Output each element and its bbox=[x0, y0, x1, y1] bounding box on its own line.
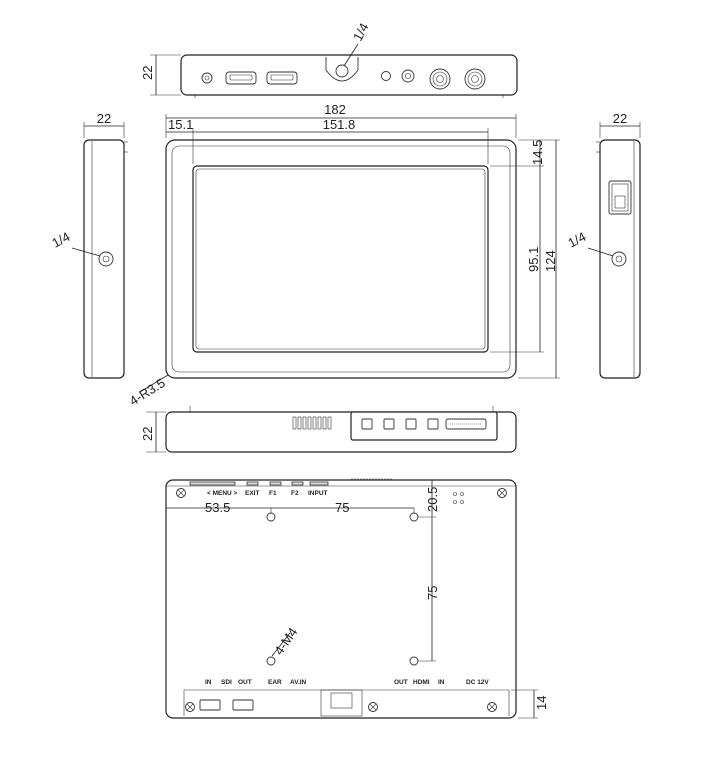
screen-area bbox=[192, 165, 489, 353]
back-view: < MENU > EXIT F1 F2 INPUT 53.5 75 20.5 bbox=[165, 478, 549, 719]
back-label-exit: EXIT bbox=[245, 490, 259, 497]
top-thread-label: 1/4 bbox=[350, 21, 372, 44]
back-menu-indicator bbox=[189, 481, 236, 486]
port-label-ear: EAR bbox=[268, 679, 282, 686]
vesa-hole-tr bbox=[409, 512, 419, 522]
vent-slots bbox=[292, 416, 332, 430]
vesa-hole-br bbox=[409, 656, 419, 666]
right-thread-icon bbox=[611, 251, 627, 267]
center-recess bbox=[320, 689, 363, 717]
tripod-mount-notch bbox=[325, 57, 359, 82]
back-label-input: INPUT bbox=[308, 490, 328, 497]
port-label-dc: DC 12V bbox=[466, 679, 489, 686]
vent-dots bbox=[453, 492, 464, 504]
back-left-offset-dim: 53.5 bbox=[205, 500, 230, 515]
top-view: 1/4 22 bbox=[140, 21, 518, 98]
sdi-out-port-icon bbox=[232, 699, 254, 711]
corner-screw-icons bbox=[176, 488, 507, 712]
tripod-thread-icon bbox=[335, 64, 349, 78]
left-side-view: 1/4 22 bbox=[49, 111, 128, 379]
front-corner-radius-label: 4-R3.5 bbox=[127, 375, 168, 408]
vesa-hole-bl bbox=[266, 656, 276, 666]
vesa-hole-tl bbox=[266, 512, 276, 522]
right-depth-dim: 22 bbox=[613, 111, 627, 126]
button-f2 bbox=[427, 418, 439, 430]
av-jack-icon bbox=[401, 69, 415, 83]
back-top-offset-dim: 20.5 bbox=[425, 487, 440, 512]
back-label-f1: F1 bbox=[269, 490, 277, 497]
back-bottom-offset-dim: 14 bbox=[534, 696, 549, 710]
back-hole-spacing-x-dim: 75 bbox=[335, 500, 349, 515]
led-icon bbox=[201, 72, 213, 84]
back-hole-spacing-y-dim: 75 bbox=[425, 586, 440, 600]
hdmi-port-2-icon bbox=[266, 71, 298, 85]
left-thread-label: 1/4 bbox=[49, 229, 72, 251]
front-width-dim: 182 bbox=[324, 102, 346, 117]
audio-jack-icon bbox=[381, 71, 391, 81]
button-exit bbox=[383, 418, 395, 430]
back-panel bbox=[165, 479, 517, 719]
back-label-f2: F2 bbox=[291, 490, 299, 497]
front-top-offset-dim: 14.5 bbox=[530, 140, 545, 165]
back-label-menu: < MENU > bbox=[207, 490, 238, 497]
port-label-hdmi-out: OUT bbox=[394, 679, 408, 686]
bottom-depth-dim: 22 bbox=[140, 427, 155, 441]
port-label-sdi: SDI bbox=[221, 679, 232, 686]
left-depth-dim: 22 bbox=[97, 111, 111, 126]
right-side-view: 1/4 22 bbox=[565, 111, 641, 379]
front-screen-width-dim: 151.8 bbox=[323, 117, 356, 132]
port-label-sdi-out: OUT bbox=[238, 679, 252, 686]
button-f1 bbox=[405, 418, 417, 430]
left-thread-icon bbox=[98, 251, 114, 267]
port-label-hdmi: HDMI bbox=[413, 679, 430, 686]
hdmi-port-1-icon bbox=[225, 71, 257, 85]
front-height-dim: 124 bbox=[543, 250, 558, 272]
top-height-dim: 22 bbox=[140, 66, 155, 80]
front-left-offset-dim: 15.1 bbox=[168, 117, 193, 132]
bottom-view: 22 bbox=[140, 406, 517, 453]
sdi-in-port-icon bbox=[199, 699, 221, 711]
port-label-hdmi-in: IN bbox=[438, 679, 445, 686]
button-menu bbox=[361, 418, 373, 430]
front-screen-height-dim: 95.1 bbox=[526, 247, 541, 272]
port-label-sdi-in: IN bbox=[205, 679, 212, 686]
front-view: 182 151.8 15.1 14.5 95.1 124 4-R3.5 bbox=[127, 102, 560, 409]
port-label-avin: AV.IN bbox=[290, 679, 307, 686]
right-thread-label: 1/4 bbox=[565, 229, 588, 251]
